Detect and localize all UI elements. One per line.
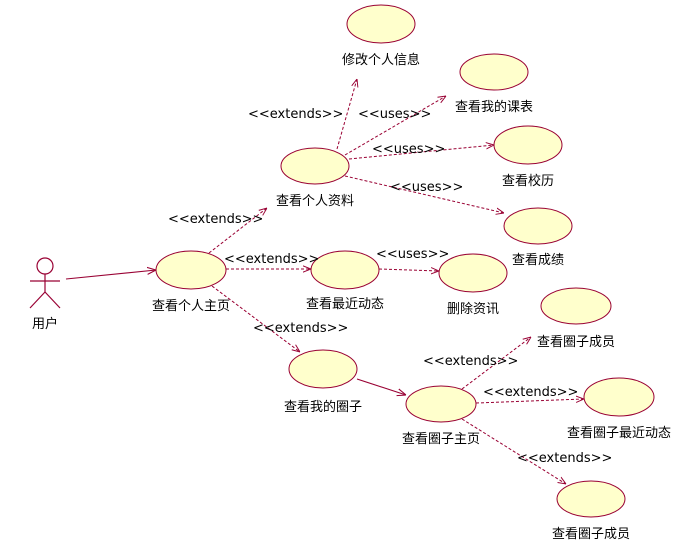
actor-left-leg xyxy=(29,291,46,309)
dep-recent-delete xyxy=(378,269,439,271)
label-my-circles: 查看我的圈子 xyxy=(284,399,362,415)
dep-profile-schedule xyxy=(344,96,446,156)
label-delete-info: 删除资讯 xyxy=(447,302,499,317)
label-view-profile: 查看个人资料 xyxy=(276,193,354,209)
association-circles-circlehome xyxy=(356,378,406,395)
dep-profile-history xyxy=(348,145,494,160)
dep-profile-modify xyxy=(336,79,357,150)
label-circle-home: 查看圈子主页 xyxy=(402,431,480,447)
label-school-history: 查看校历 xyxy=(502,173,554,189)
stereo-extends-members-bottom: <<extends>> xyxy=(517,451,612,466)
stereo-extends-recent: <<extends>> xyxy=(224,252,319,267)
use-case-my-circles[interactable] xyxy=(288,349,358,389)
label-grades: 查看成绩 xyxy=(512,252,564,268)
label-recent-activity: 查看最近动态 xyxy=(306,296,384,312)
stereo-extends-profile: <<extends>> xyxy=(168,212,263,227)
label-home: 查看个人主页 xyxy=(152,298,230,314)
use-case-circle-recent[interactable] xyxy=(583,377,655,417)
label-circle-members-top: 查看圈子成员 xyxy=(537,334,615,350)
association-user-home xyxy=(65,270,156,280)
actor-head xyxy=(36,257,54,275)
label-circle-members-bottom: 查看圈子成员 xyxy=(552,526,630,542)
dep-circlehome-recent xyxy=(475,399,584,404)
use-case-school-history[interactable] xyxy=(493,125,563,165)
use-case-circle-home[interactable] xyxy=(405,385,477,423)
label-my-schedule: 查看我的课表 xyxy=(455,99,533,115)
stereo-uses-grades: <<uses>> xyxy=(390,180,463,195)
stereo-extends-modify: <<extends>> xyxy=(248,107,343,122)
stereo-uses-delete: <<uses>> xyxy=(376,247,449,262)
stereo-extends-circles: <<extends>> xyxy=(253,321,348,336)
use-case-grades[interactable] xyxy=(503,207,573,245)
use-case-circle-members-bottom[interactable] xyxy=(556,480,626,518)
use-case-view-profile[interactable] xyxy=(280,147,350,185)
dep-circlehome-members-top xyxy=(461,337,531,390)
stereo-uses-history: <<uses>> xyxy=(372,142,445,157)
stereo-uses-schedule: <<uses>> xyxy=(358,107,431,122)
dep-circlehome-members-bottom xyxy=(461,418,566,484)
use-case-home[interactable] xyxy=(155,250,227,290)
use-case-recent-activity[interactable] xyxy=(310,250,380,290)
actor-user[interactable]: 用户 xyxy=(29,257,61,332)
use-case-my-schedule[interactable] xyxy=(459,53,529,91)
label-modify-info: 修改个人信息 xyxy=(342,52,420,68)
label-circle-recent: 查看圈子最近动态 xyxy=(567,425,671,441)
stereo-extends-circle-recent: <<extends>> xyxy=(483,385,578,400)
dep-home-circles xyxy=(211,285,300,352)
stereo-extends-members-top: <<extends>> xyxy=(423,354,518,369)
actor-label: 用户 xyxy=(32,316,58,332)
dep-home-profile xyxy=(208,208,267,254)
use-case-modify-info[interactable] xyxy=(346,4,416,44)
dep-profile-grades xyxy=(344,175,504,213)
use-case-circle-members-top[interactable] xyxy=(540,287,612,325)
actor-right-leg xyxy=(44,291,61,309)
